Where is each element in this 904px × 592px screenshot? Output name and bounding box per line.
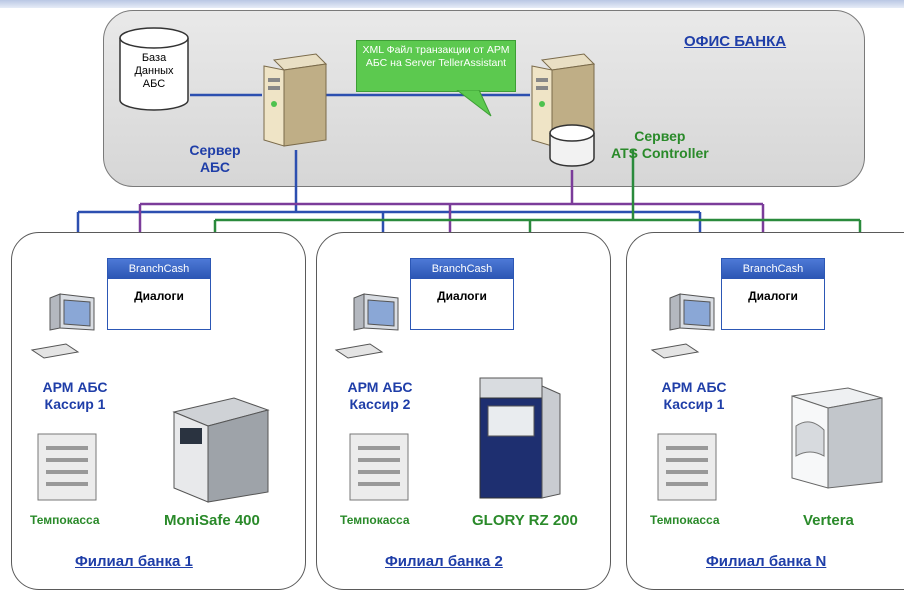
branch-n-workstation-label: АРМ АБС Кассир 1 xyxy=(661,379,727,412)
branch-1-tempo-icon xyxy=(37,433,97,501)
branch-1-title[interactable]: Филиал банка 1 xyxy=(75,553,193,570)
branchcash-title: BranchCash xyxy=(722,259,824,279)
branch-1-workstation-label: АРМ АБС Кассир 1 xyxy=(42,379,108,412)
branch-2-branchcash-window[interactable]: BranchCash Диалоги xyxy=(410,258,514,330)
ats-database-icon xyxy=(549,124,595,167)
office-title[interactable]: ОФИС БАНКА xyxy=(684,33,787,50)
branchcash-body: Диалоги xyxy=(437,289,487,303)
branch-n-title[interactable]: Филиал банка N xyxy=(706,553,827,570)
branch-n-tempo-icon xyxy=(657,433,717,501)
branchcash-line xyxy=(138,170,765,258)
branch-n-device-icon xyxy=(791,387,883,489)
branch-1-workstation-icon xyxy=(30,293,95,359)
branchcash-title: BranchCash xyxy=(108,259,210,279)
branchcash-title: BranchCash xyxy=(411,259,513,279)
branchcash-body: Диалоги xyxy=(748,289,798,303)
branch-2-tempo-icon xyxy=(349,433,409,501)
server-ats-label: Сервер ATS Controller xyxy=(611,128,709,161)
branch-n-device-label: Vertera xyxy=(803,512,854,529)
branch-2-device-icon xyxy=(479,377,561,499)
branch-2-workstation-label: АРМ АБС Кассир 2 xyxy=(347,379,413,412)
branch-1-branchcash-window[interactable]: BranchCash Диалоги xyxy=(107,258,211,330)
office-area xyxy=(103,10,865,187)
branch-n-branchcash-window[interactable]: BranchCash Диалоги xyxy=(721,258,825,330)
server-abs-icon xyxy=(263,53,328,147)
xml-callout: XML Файл транзакции от АРМ АБС на Server… xyxy=(356,40,516,92)
branch-1-device-label: MoniSafe 400 xyxy=(164,512,260,529)
database-icon xyxy=(119,27,189,111)
server-abs-label: Сервер АБС xyxy=(189,142,241,175)
branch-n-tempo-label: Темпокасса xyxy=(650,513,720,527)
branch-1-tempo-label: Темпокасса xyxy=(30,513,100,527)
database-label: База Данных АБС xyxy=(134,52,174,90)
branch-2-tempo-label: Темпокасса xyxy=(340,513,410,527)
branch-1-device-icon xyxy=(172,397,270,503)
branch-2-workstation-icon xyxy=(334,293,399,359)
top-bar xyxy=(0,0,904,8)
branch-n-workstation-icon xyxy=(650,293,715,359)
branch-2-device-label: GLORY RZ 200 xyxy=(472,512,578,529)
branch-2-title[interactable]: Филиал банка 2 xyxy=(385,553,503,570)
callout-pointer xyxy=(456,90,492,117)
branchcash-body: Диалоги xyxy=(134,289,184,303)
